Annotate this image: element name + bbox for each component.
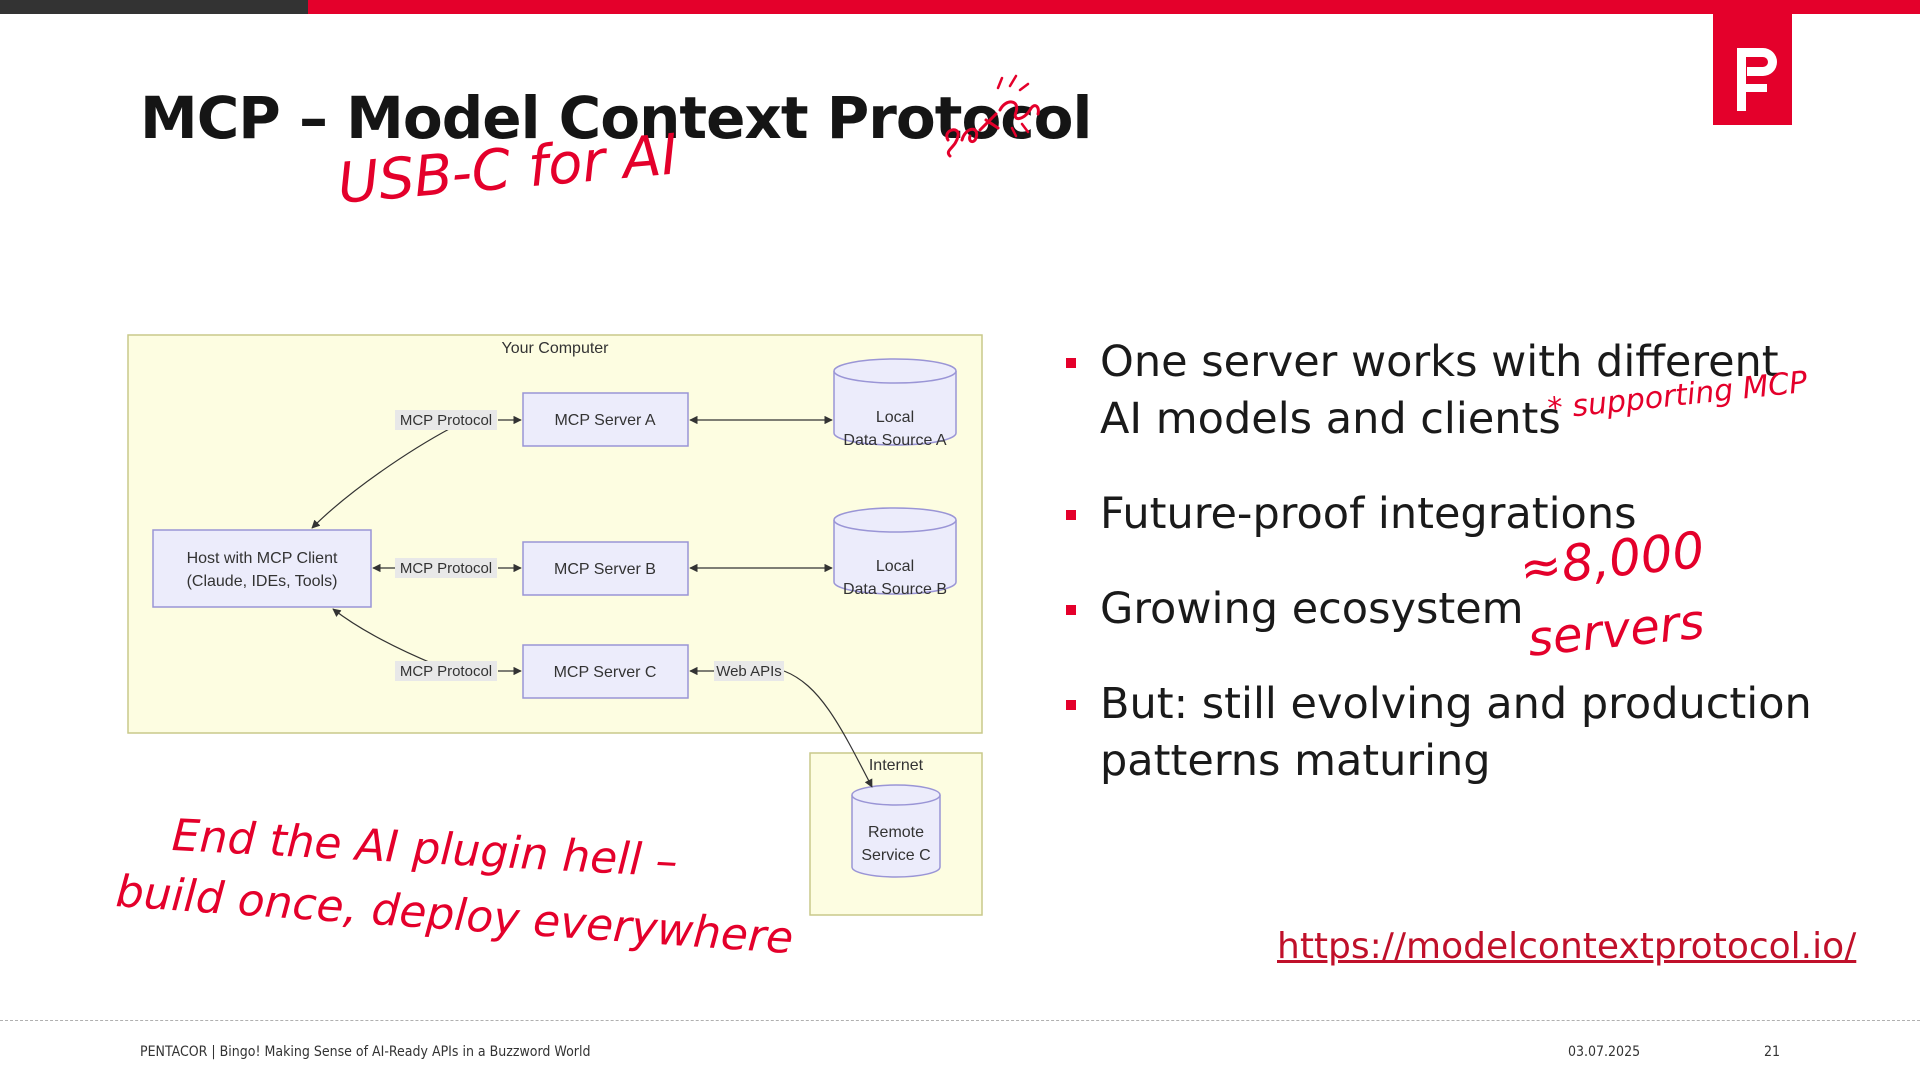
remote-service-line1: Remote <box>868 824 924 841</box>
page-number: 21 <box>1764 1044 1781 1060</box>
bullet-marker <box>1066 605 1076 615</box>
mcp-protocol-label-a: MCP Protocol <box>400 412 492 429</box>
data-source-a-line1: Local <box>876 409 914 426</box>
bullet-text-line2: patterns maturing <box>1100 736 1491 786</box>
squiggle-annotation <box>945 74 1040 158</box>
edge-host-server-a <box>311 427 452 529</box>
footer-text: PENTACOR | Bingo! Making Sense of AI-Rea… <box>140 1044 591 1060</box>
bullet-text-line2: AI models and clients <box>1100 394 1561 444</box>
mcp-protocol-label-c: MCP Protocol <box>400 663 492 680</box>
host-label-line1: Host with MCP Client <box>187 550 338 567</box>
data-source-a-cylinder <box>833 358 957 446</box>
mcp-website-link[interactable]: https://modelcontextprotocol.io/ <box>1277 926 1857 967</box>
footer-date: 03.07.2025 <box>1568 1044 1641 1060</box>
server-c-node <box>522 644 689 699</box>
server-a-node <box>522 392 689 447</box>
servers-annotation: servers <box>1525 593 1707 668</box>
mcp-protocol-label-b: MCP Protocol <box>400 560 492 577</box>
footer-divider <box>0 1020 1920 1021</box>
bullet-text-line1: Future-proof integrations <box>1100 489 1637 539</box>
pentacor-logo <box>1713 14 1792 125</box>
bullet-text-line1: One server works with different <box>1100 337 1779 387</box>
server-a-label: MCP Server A <box>554 412 655 429</box>
remote-service-cylinder <box>851 784 941 878</box>
internet-label: Internet <box>869 757 924 774</box>
remote-service-line2: Service C <box>861 847 930 864</box>
data-source-b-cylinder <box>833 507 957 595</box>
bullet-text-line1: Growing ecosystem <box>1100 584 1524 634</box>
server-b-node <box>522 541 689 596</box>
slide-title: MCP – Model Context Protocol <box>140 84 1092 152</box>
top-bar-accent <box>308 0 1920 14</box>
bullet-text-line1: But: still evolving and production <box>1100 679 1812 729</box>
host-node <box>152 529 372 608</box>
your-computer-label: Your Computer <box>501 340 609 357</box>
data-source-a-line2: Data Source A <box>843 432 947 449</box>
bullet-marker <box>1066 700 1076 710</box>
architecture-diagram: Your Computer Internet Host with MCP Cli… <box>127 334 983 916</box>
server-b-label: MCP Server B <box>554 561 656 578</box>
top-bar-dark <box>0 0 308 14</box>
server-c-label: MCP Server C <box>554 664 657 681</box>
data-source-b-line2: Data Source B <box>843 581 947 598</box>
edge-host-server-c <box>332 608 437 666</box>
internet-boundary <box>809 752 983 916</box>
bullet-marker <box>1066 510 1076 520</box>
edge-webapis-remote <box>783 670 873 788</box>
web-apis-label: Web APIs <box>716 663 782 680</box>
bullet-marker <box>1066 358 1076 368</box>
data-source-b-line1: Local <box>876 558 914 575</box>
host-label-line2: (Claude, IDEs, Tools) <box>187 573 338 590</box>
